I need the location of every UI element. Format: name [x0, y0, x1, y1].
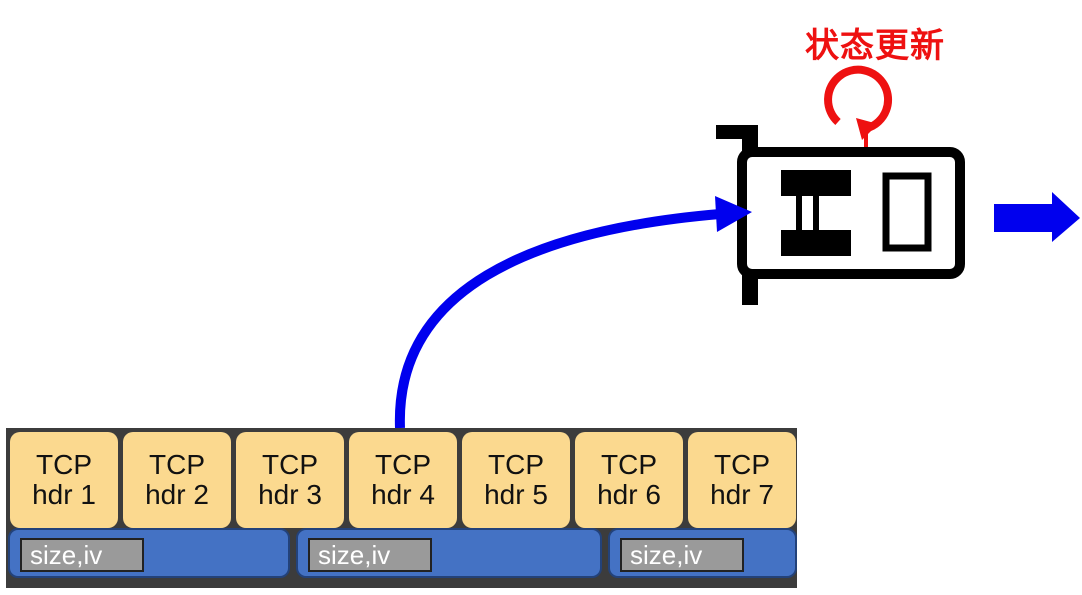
header-line1: TCP: [601, 449, 657, 480]
record-segment-2: size,iv: [296, 528, 602, 578]
tcp-header-4: TCP hdr 4: [349, 432, 457, 528]
size-iv-tag: size,iv: [620, 538, 744, 572]
tcp-header-5: TCP hdr 5: [462, 432, 570, 528]
tcp-header-7: TCP hdr 7: [688, 432, 796, 528]
record-segment-3: size,iv: [608, 528, 797, 578]
header-line1: TCP: [375, 449, 431, 480]
tcp-header-2: TCP hdr 2: [123, 432, 231, 528]
header-line1: TCP: [488, 449, 544, 480]
header-line2: hdr 2: [145, 479, 209, 510]
output-arrow-icon: [994, 192, 1080, 242]
state-update-label: 状态更新: [805, 26, 945, 66]
record-segment-1: size,iv: [8, 528, 290, 578]
header-line2: hdr 3: [258, 479, 322, 510]
tcp-header-6: TCP hdr 6: [575, 432, 683, 528]
packet-queue: TCP hdr 1 TCP hdr 2 TCP hdr 3 TCP hdr 4 …: [6, 428, 797, 588]
tcp-header-1: TCP hdr 1: [10, 432, 118, 528]
header-line2: hdr 6: [597, 479, 661, 510]
header-line2: hdr 5: [484, 479, 548, 510]
header-line1: TCP: [262, 449, 318, 480]
packet-flow-arrow-icon: [394, 196, 752, 429]
header-line2: hdr 1: [32, 479, 96, 510]
header-line2: hdr 4: [371, 479, 435, 510]
refresh-loop-icon: [824, 65, 893, 150]
header-line2: hdr 7: [710, 479, 774, 510]
header-line1: TCP: [149, 449, 205, 480]
tcp-header-3: TCP hdr 3: [236, 432, 344, 528]
header-line1: TCP: [714, 449, 770, 480]
header-line1: TCP: [36, 449, 92, 480]
size-iv-tag: size,iv: [308, 538, 432, 572]
nic-card-icon: [716, 125, 965, 305]
size-iv-tag: size,iv: [20, 538, 144, 572]
